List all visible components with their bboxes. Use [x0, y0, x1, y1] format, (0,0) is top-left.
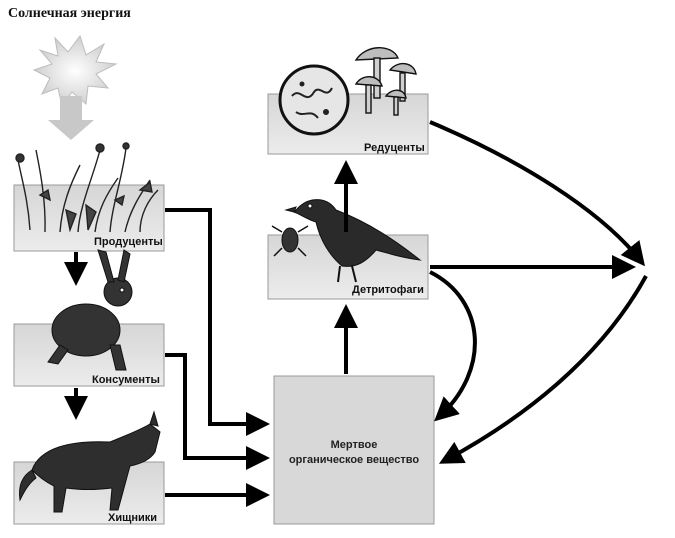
hare-icon	[47, 249, 133, 371]
microbe-circle-icon	[278, 64, 350, 136]
dead-organic-matter-label-line2: органическое вещество	[288, 454, 420, 466]
detritivores-label: Детритофаги	[352, 284, 424, 296]
producers-label: Продуценты	[94, 236, 163, 248]
consumers-node	[13, 249, 165, 387]
decomposers-label: Редуценты	[364, 142, 425, 154]
mushrooms-icon	[354, 47, 417, 116]
producers-node	[13, 142, 165, 252]
predators-label: Хищники	[108, 512, 158, 524]
plants-icon	[15, 142, 159, 233]
dead-organic-matter-label: Мертвое органическое вещество	[280, 438, 428, 468]
detritivores-node	[267, 199, 429, 300]
wolf-icon	[19, 410, 161, 513]
sun-icon	[32, 34, 118, 140]
predators-node	[13, 410, 165, 525]
beetle-icon	[271, 225, 309, 257]
crow-icon	[284, 199, 422, 283]
decomposers-node	[267, 47, 429, 155]
consumers-label: Консументы	[92, 374, 160, 386]
diagram-title: Солнечная энергия	[8, 6, 131, 21]
dead-organic-matter-node	[273, 375, 435, 525]
flow-arrows	[64, 120, 648, 507]
dead-organic-matter-label-line1: Мертвое	[330, 439, 378, 451]
